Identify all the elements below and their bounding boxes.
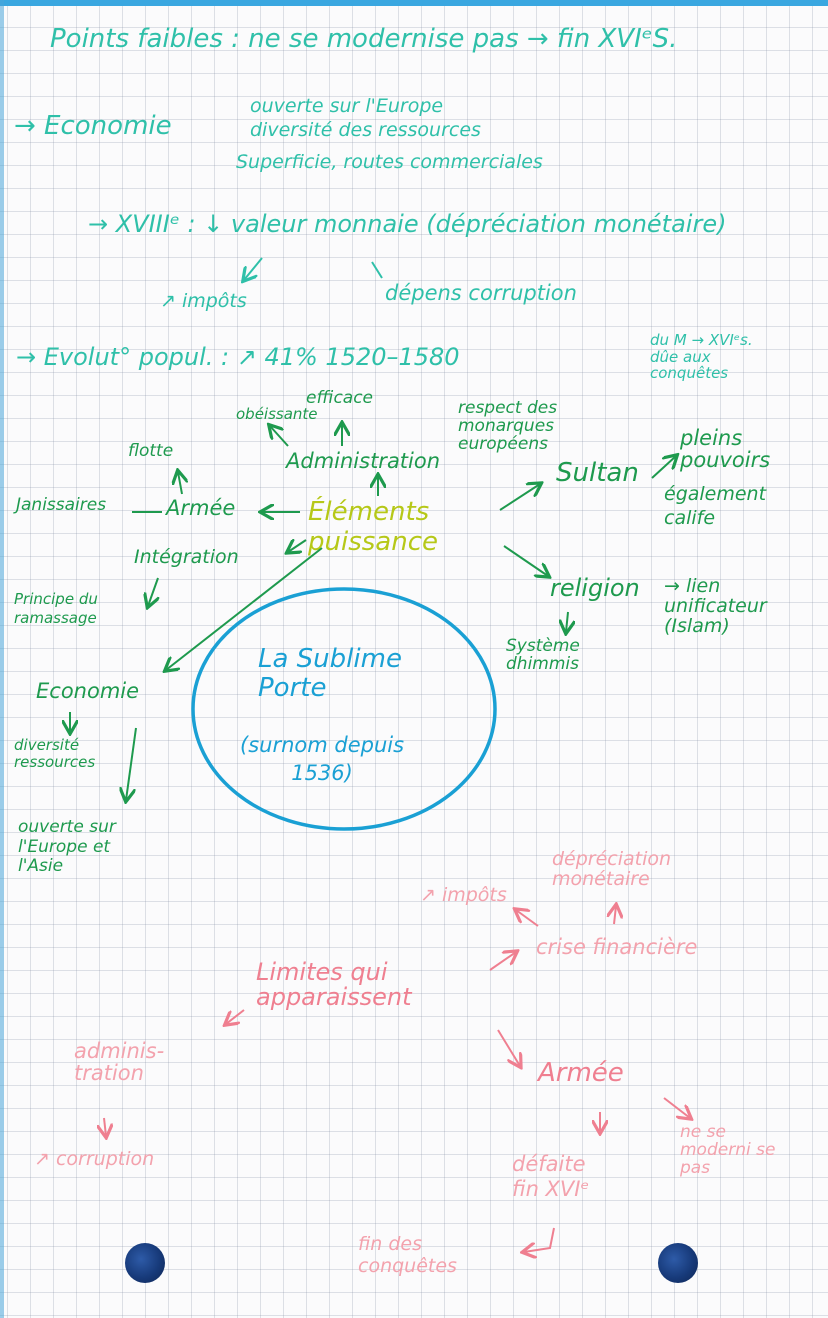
binder-hole-right xyxy=(658,1243,698,1283)
limits-defaite: défaite fin XVIᵉ xyxy=(512,1152,590,1202)
economy-diversity: diversité des ressources xyxy=(250,119,481,141)
weak-points-title: Points faibles : ne se modernise pas → f… xyxy=(50,24,678,54)
arrow-to-depreciation xyxy=(614,906,616,925)
map-calife: également calife xyxy=(664,483,767,529)
arrow-to-end-conquests xyxy=(524,1227,555,1252)
limits-administration: adminis- tration xyxy=(74,1039,165,1086)
paper-top-edge xyxy=(0,0,828,6)
map-economie: Economie xyxy=(36,679,140,703)
economy-top-label: → Economie xyxy=(14,111,172,141)
limits-center: Limites qui apparaissent xyxy=(256,958,412,1012)
map-flotte: flotte xyxy=(128,441,174,461)
arrow-to-systeme xyxy=(566,611,568,632)
map-religion: religion xyxy=(550,574,640,602)
map-integration: Intégration xyxy=(134,546,239,568)
xviii-currency-line: → XVIIIᵉ : ↓ valeur monnaie (dépréciatio… xyxy=(88,210,727,238)
arrow-to-ouverte xyxy=(126,727,137,800)
binder-hole-left xyxy=(125,1243,165,1283)
population-note: du M → XVIᵉs. dûe aux conquêtes xyxy=(650,331,753,382)
arrow-to-religion xyxy=(503,545,548,576)
arrow-to-obeissante xyxy=(270,426,289,447)
arrow-to-administration-limit xyxy=(226,1009,245,1024)
economy-surface-routes: Superficie, routes commerciales xyxy=(236,151,543,173)
sublime-porte-circle xyxy=(191,587,497,831)
teal-arrow-taxes xyxy=(244,257,263,280)
map-respect: respect des monarques européens xyxy=(458,398,558,454)
limits-depreciation: dépréciation monétaire xyxy=(552,848,672,890)
limits-end-conquests: fin des conquêtes xyxy=(358,1233,457,1277)
map-efficace: efficace xyxy=(306,388,374,408)
arrow-to-not-modernise xyxy=(663,1097,690,1118)
map-diversite: diversité ressources xyxy=(14,736,96,772)
map-janissaires: Janissaires xyxy=(16,495,107,515)
circle-subtitle: (surnom depuis 1536) xyxy=(240,733,405,786)
map-armee: Armée xyxy=(166,496,236,520)
map-administration: Administration xyxy=(286,449,441,473)
arrow-to-pleins xyxy=(651,456,676,479)
map-obeissante: obéissante xyxy=(236,405,318,423)
map-ouverte: ouverte sur l'Europe et l'Asie xyxy=(18,817,116,877)
arrow-to-corruption-limit xyxy=(104,1117,106,1136)
arrow-to-armee-limit xyxy=(497,1029,520,1066)
teal-arrow-corruption xyxy=(371,261,383,279)
arrow-to-crisis xyxy=(489,952,516,971)
map-systeme: Système dhimmis xyxy=(506,636,580,674)
population-line: → Evolut° popul. : ↗ 41% 1520–1580 xyxy=(16,343,460,371)
xviii-corruption: dépens corruption xyxy=(385,281,577,305)
map-sultan: Sultan xyxy=(556,458,639,488)
map-lien: → lien unificateur (Islam) xyxy=(664,575,767,637)
arrow-to-economie xyxy=(166,547,323,670)
arrow-to-integration xyxy=(288,540,307,552)
economy-open-europe: ouverte sur l'Europe xyxy=(250,95,444,117)
arrow-to-flotte xyxy=(178,472,182,495)
map-center-elements: Éléments puissance xyxy=(308,497,438,557)
map-principe: Principe du ramassage xyxy=(14,590,98,627)
arrow-to-sultan xyxy=(499,484,540,511)
limits-corruption: ↗ corruption xyxy=(34,1148,155,1170)
arrow-to-principe xyxy=(148,577,158,606)
paper-left-edge xyxy=(0,0,4,1318)
limits-not-modernise: ne se moderni se pas xyxy=(680,1122,776,1178)
circle-title: La Sublime Porte xyxy=(258,644,402,703)
limits-taxes: ↗ impôts xyxy=(420,884,507,906)
limits-armee: Armée xyxy=(538,1058,624,1088)
limits-crisis: crise financière xyxy=(536,935,698,959)
xviii-taxes: ↗ impôts xyxy=(160,290,247,312)
arrow-to-taxes xyxy=(516,910,539,927)
map-pleins-pouvoirs: pleins pouvoirs xyxy=(680,426,771,473)
